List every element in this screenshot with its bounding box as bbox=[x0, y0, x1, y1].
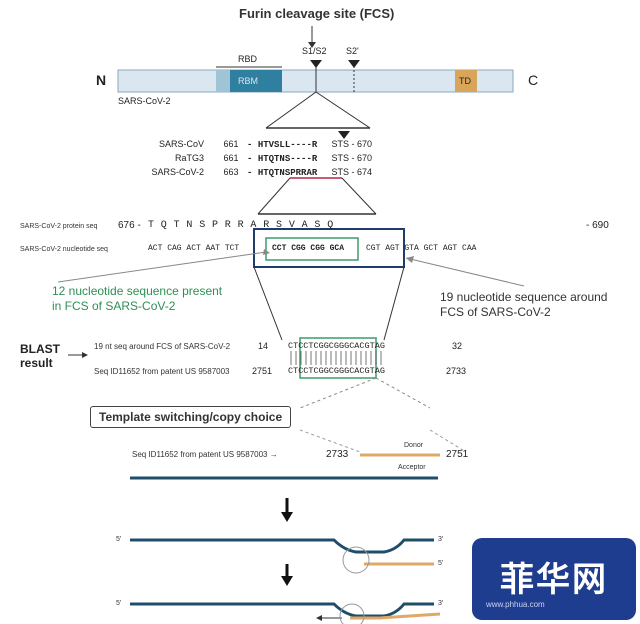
protein-seq-end: - 690 bbox=[586, 220, 609, 231]
three-prime-label: 3' bbox=[438, 536, 444, 543]
template-seq-label: Seq ID11652 from patent US 9587003 → bbox=[132, 450, 278, 459]
rbm-label: RBM bbox=[238, 76, 258, 86]
virus-label: SARS-CoV-2 bbox=[118, 96, 171, 106]
template-left-num: 2733 bbox=[326, 449, 349, 460]
alignment-block: SARS-CoV 661 - HTVSLL----R STS - 670 RaT… bbox=[150, 138, 372, 180]
s2prime-marker bbox=[348, 60, 360, 68]
blast-row1-name: 19 nt seq around FCS of SARS-CoV-2 bbox=[94, 342, 231, 351]
rbm-region bbox=[230, 70, 282, 92]
acceptor-label: Acceptor bbox=[398, 464, 426, 471]
acceptor-strand-3 bbox=[130, 602, 434, 618]
blast-row2-name: Seq ID11652 from patent US 9587003 bbox=[94, 367, 230, 376]
five-prime-label: 5' bbox=[116, 536, 122, 543]
acceptor-strand-2 bbox=[130, 538, 434, 554]
protein-seq-residues: T Q T N S P R R A R S V A S Q bbox=[148, 220, 334, 231]
blast-match-bars bbox=[290, 351, 382, 365]
blast-row1-end: 32 bbox=[452, 341, 463, 351]
nucleotide-seq-label: SARS-CoV-2 nucleotide seq bbox=[20, 246, 108, 253]
five-prime-label-2: 5' bbox=[116, 600, 122, 607]
nineteen-nt-box bbox=[253, 228, 405, 268]
nucleotide-seq-right: CGT AGT GTA GCT AGT CAA bbox=[366, 244, 477, 253]
three-prime-label-2: 3' bbox=[438, 600, 444, 607]
five-prime-donor-label: 5' bbox=[438, 560, 444, 567]
watermark-logo: 菲华网 www.phhua.com bbox=[472, 538, 636, 620]
blast-row2-start: 2751 bbox=[252, 366, 273, 376]
twelve-nt-annotation: 12 nucleotide sequence present in FCS of… bbox=[52, 284, 223, 313]
donor-label: Donor bbox=[404, 442, 424, 449]
nineteen-nt-annotation: 19 nucleotide sequence around FCS of SAR… bbox=[440, 290, 608, 319]
s2prime-label: S2' bbox=[346, 46, 359, 56]
twelve-nt-box bbox=[265, 237, 359, 261]
template-right-num: 2751 bbox=[446, 449, 469, 460]
alignment-row: SARS-CoV-2 663 - HTQTNSPRRAR STS - 674 bbox=[151, 167, 373, 178]
rbd-label: RBD bbox=[238, 54, 258, 64]
blast-label: BLAST result bbox=[20, 342, 60, 370]
protein-seq-start: 676 - bbox=[118, 220, 141, 231]
blast-row1-seq: CTCCTCGGCGGGCACGTAG bbox=[288, 341, 385, 351]
protein-seq-label: SARS-CoV-2 protein seq bbox=[20, 223, 98, 230]
blast-row2-end: 2733 bbox=[446, 366, 467, 376]
td-region bbox=[455, 70, 477, 92]
alignment-row: SARS-CoV 661 - HTVSLL----R STS - 670 bbox=[158, 139, 373, 150]
blast-row2-seq: CTCCTCGGCGGGCACGTAG bbox=[288, 366, 385, 376]
figure-title: Furin cleavage site (FCS) bbox=[239, 6, 395, 21]
nucleotide-seq-left: ACT CAG ACT AAT TCT bbox=[148, 244, 240, 253]
c-terminus-label: C bbox=[528, 72, 539, 88]
s1s2-label: S1/S2 bbox=[302, 46, 327, 56]
td-label: TD bbox=[459, 76, 471, 86]
nucleotide-seq-boxed: CCT CGG CGG GCA bbox=[272, 244, 345, 253]
template-switching-box: Template switching/copy choice bbox=[90, 406, 292, 428]
n-terminus-label: N bbox=[96, 72, 107, 88]
s1s2-marker bbox=[310, 60, 322, 68]
alignment-row: RaTG3 661 - HTQTNS----R STS - 670 bbox=[174, 153, 373, 164]
blast-row1-start: 14 bbox=[258, 341, 269, 351]
